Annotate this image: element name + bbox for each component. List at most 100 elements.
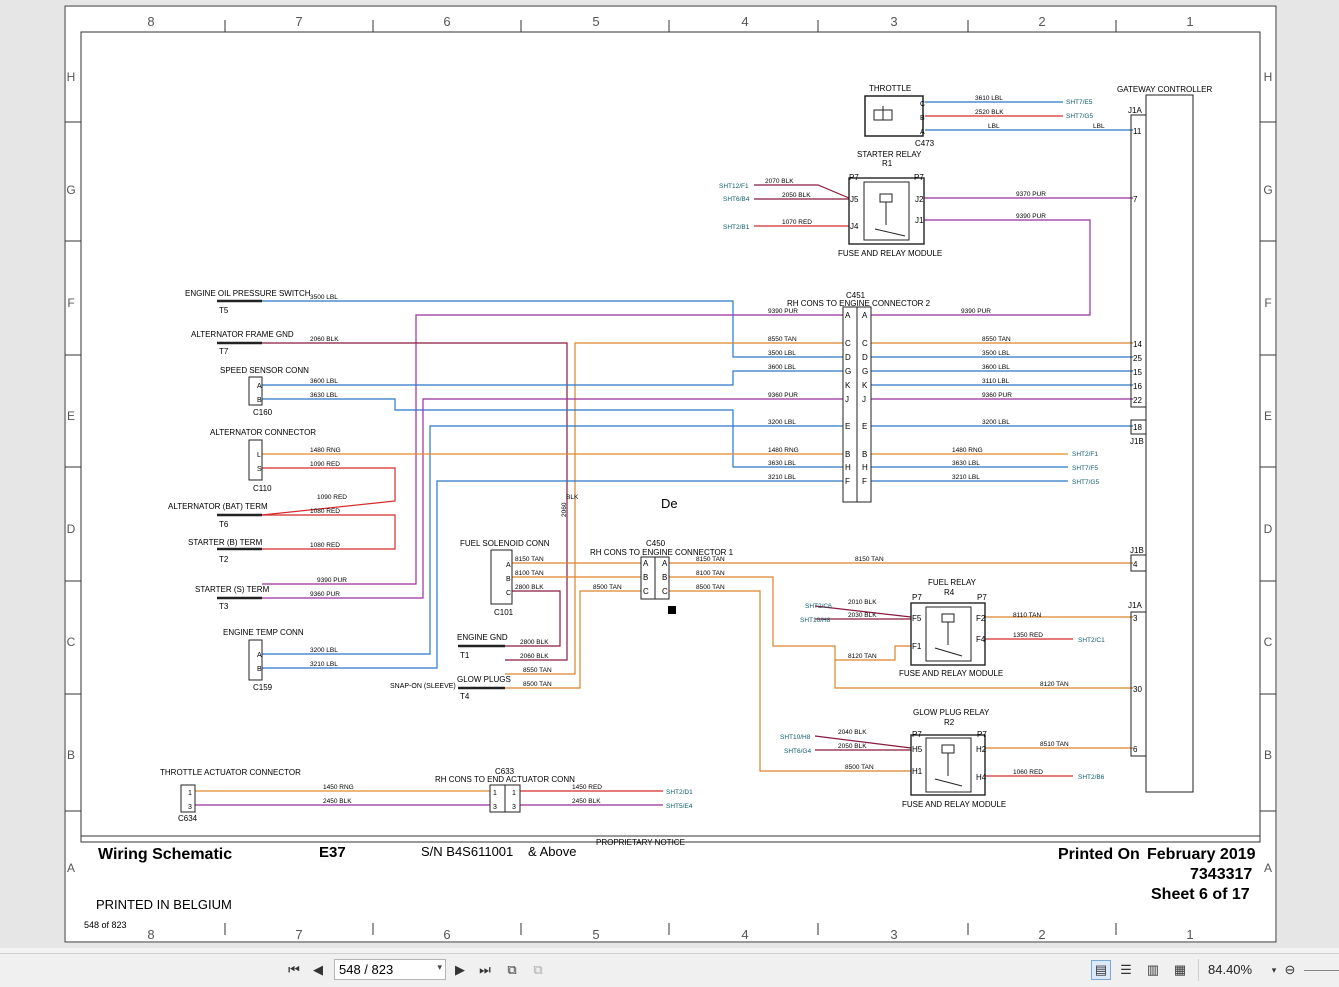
sheet-ref: SHT7/G5 [1072, 479, 1099, 486]
alt-gnd-title: ALTERNATOR FRAME GND [191, 330, 294, 339]
pin-label: P7 [912, 730, 922, 739]
throttle-actuator-connector [180, 784, 196, 813]
chevron-down-icon[interactable]: ▾ [437, 962, 442, 972]
c633-ref: C633 [495, 767, 515, 776]
glow-relay-ref: R2 [944, 718, 955, 727]
wire-label: 1480 RNG [310, 447, 341, 454]
zoom-level[interactable]: 84.40% [1208, 962, 1253, 977]
continuous-view-icon[interactable]: ☰ [1120, 962, 1132, 977]
engine-temp-connector [248, 639, 263, 681]
next-page-icon[interactable]: ▶ [455, 962, 465, 977]
wire-label: 3500 LBL [982, 350, 1010, 357]
c451-title: RH CONS TO ENGINE CONNECTOR 2 [787, 299, 931, 308]
starter-relay [848, 177, 925, 245]
pin-label: J2 [915, 195, 924, 204]
connector-ref: C159 [253, 683, 273, 692]
wire-label: 3200 LBL [768, 419, 796, 426]
wire-label: 2450 BLK [572, 798, 601, 805]
terminal-ref: T3 [219, 602, 229, 611]
pin-label: B [643, 573, 648, 582]
zone-column-label: 4 [741, 14, 748, 29]
pin-label: A [662, 559, 668, 568]
zone-column-label: 5 [592, 927, 599, 942]
zoom-dropdown-icon[interactable]: ▾ [1271, 964, 1277, 975]
wire-label: 3600 LBL [982, 364, 1010, 371]
wire-label: 9360 PUR [768, 392, 798, 399]
pin-label: 22 [1133, 396, 1142, 405]
terminal-ref: T6 [219, 520, 229, 529]
speed-sensor-title: SPEED SENSOR CONN [220, 366, 309, 375]
wire-label: 3210 LBL [310, 661, 338, 668]
pin-label: A [862, 311, 868, 320]
connector-ref: C634 [178, 814, 198, 823]
zone-row-label: D [67, 522, 76, 536]
wire-label: 3500 LBL [768, 350, 796, 357]
zoom-out-icon[interactable]: ⊖ [1284, 962, 1296, 977]
zone-row-label: H [67, 70, 76, 84]
wire-label: 8550 TAN [768, 336, 797, 343]
gateway-title: GATEWAY CONTROLLER [1117, 85, 1212, 94]
pin-label: 18 [1133, 423, 1142, 432]
wire-label: 8500 TAN [845, 764, 874, 771]
pdf-toolbar: ⏮ ◀ 548 / 823 ▾ ▶ ⏭ ⧉ ⧉ ▤ ☰ ▥ ▦ 84.40% ▾… [0, 953, 1339, 987]
zone-column-label: 4 [741, 927, 748, 942]
pin-label: B [662, 573, 667, 582]
zone-row-label: E [67, 409, 75, 423]
wire-label: 3500 LBL [310, 294, 338, 301]
pin-label: C [662, 587, 668, 596]
sheet-ref: SHT2/C6 [805, 603, 832, 610]
pin-label: B [862, 450, 867, 459]
module-label: FUSE AND RELAY MODULE [902, 800, 1006, 809]
pin-label: A [643, 559, 649, 568]
pin-label: P7 [849, 173, 859, 182]
sheet-ref: SHT2/D1 [666, 789, 693, 796]
starter-b-title: STARTER (B) TERM [188, 538, 263, 547]
wire-label: 8500 TAN [593, 584, 622, 591]
wire-label: 8510 TAN [1040, 741, 1069, 748]
single-page-view-icon[interactable]: ▤ [1091, 960, 1111, 980]
pin-label: 15 [1133, 368, 1142, 377]
sheet-number: Sheet 6 of 17 [1151, 886, 1250, 903]
glow-plugs-title: GLOW PLUGS [457, 675, 511, 684]
sheet-ref: SHT7/G5 [1066, 113, 1093, 120]
sheet-ref: SHT2/B6 [1078, 774, 1105, 781]
sheet-ref: SHT12/F1 [719, 183, 749, 190]
prev-page-icon[interactable]: ◀ [313, 962, 323, 977]
last-page-icon[interactable]: ⏭ [479, 962, 491, 977]
pin-label: 3 [512, 804, 516, 811]
pin-label: P7 [914, 173, 924, 182]
zone-column-label: 7 [295, 14, 302, 29]
zone-row-label: D [1264, 522, 1273, 536]
wire-label: LBL [988, 123, 1000, 130]
snap-on-label: SNAP-ON (SLEEVE) [390, 683, 456, 690]
zone-column-label: 7 [295, 927, 302, 942]
facing-view-icon[interactable]: ▥ [1146, 962, 1160, 977]
zone-column-label: 5 [592, 14, 599, 29]
terminal-ref: T1 [460, 651, 470, 660]
previous-view-icon[interactable]: ⧉ [507, 962, 517, 977]
connector-label: J1B [1130, 437, 1144, 446]
wire-label: 3200 LBL [982, 419, 1010, 426]
zone-row-label: C [67, 635, 76, 649]
wire-label: 9390 PUR [961, 308, 991, 315]
pin-label: 16 [1133, 382, 1142, 391]
wire-label: 2060 BLK [310, 336, 339, 343]
wire-label: 8120 TAN [1040, 681, 1069, 688]
pin-label: A [506, 562, 511, 569]
pin-label: P7 [912, 593, 922, 602]
gateway-controller [1145, 94, 1194, 793]
wire-label: 9390 PUR [768, 308, 798, 315]
zone-row-label: B [67, 748, 75, 762]
pin-label: C [643, 587, 649, 596]
first-page-icon[interactable]: ⏮ [288, 962, 300, 977]
wire-label: 1070 RED [782, 219, 812, 226]
page-number-input[interactable]: 548 / 823 ▾ [334, 959, 446, 980]
wire-label: 8150 TAN [855, 556, 884, 563]
continuous-facing-view-icon[interactable]: ▦ [1173, 962, 1187, 977]
pin-label: F [862, 477, 867, 486]
wire-label: 1080 RED [310, 508, 340, 515]
next-view-icon[interactable]: ⧉ [533, 962, 543, 977]
zone-row-label: F [1264, 296, 1271, 310]
pin-label: D [862, 353, 868, 362]
